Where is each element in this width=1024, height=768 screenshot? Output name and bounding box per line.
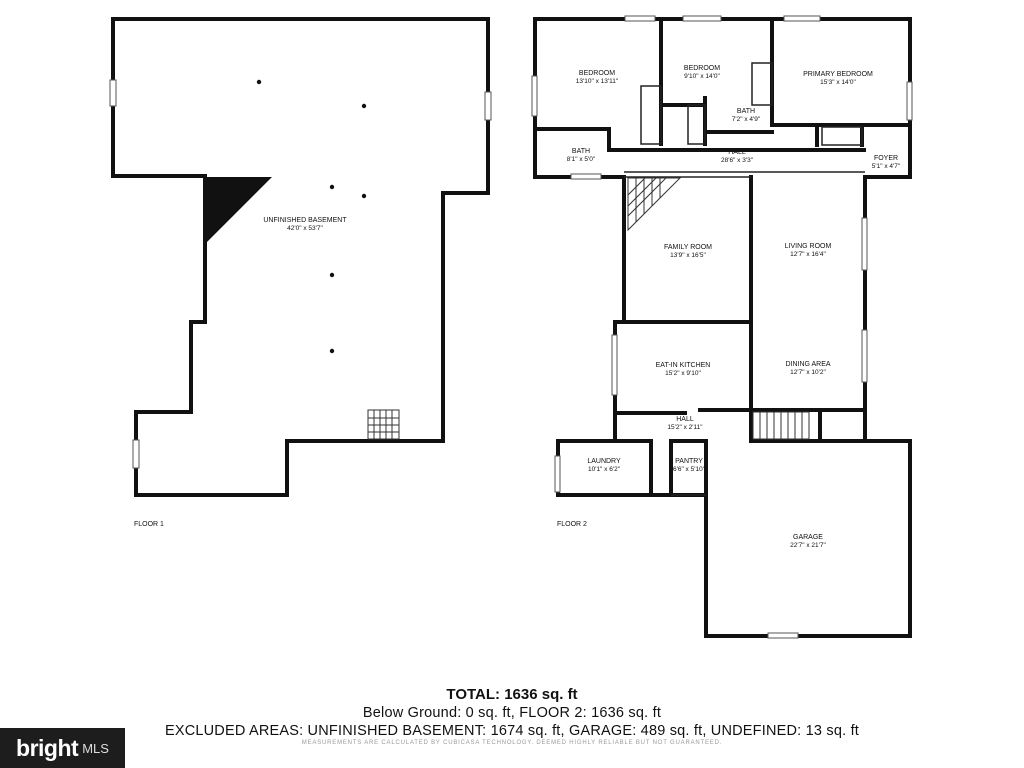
window (906, 81, 913, 121)
room-name: FOYER (874, 155, 898, 162)
room-dimensions: 6'6" x 5'10" (673, 466, 706, 473)
room-name: BEDROOM (579, 70, 615, 77)
room-dimensions: 12'7" x 10'2" (790, 369, 826, 376)
room-name: BATH (737, 108, 755, 115)
room-dimensions: 15'2" x 9'10" (665, 370, 701, 377)
room-dimensions: 15'2" x 2'11" (667, 424, 703, 431)
window (861, 329, 868, 383)
basement-window (132, 439, 140, 469)
window (783, 15, 821, 22)
basement-window (109, 79, 117, 107)
basement-window (484, 91, 492, 121)
window (570, 173, 602, 180)
room-name: UNFINISHED BASEMENT (263, 217, 347, 224)
window (531, 75, 538, 117)
below-ground-area: Below Ground: 0 sq. ft, FLOOR 2: 1636 sq… (362, 705, 662, 721)
room-dimensions: 28'6" x 3'3" (721, 157, 754, 164)
support-posts (256, 79, 367, 354)
closet (751, 62, 773, 106)
logo-suffix: MLS (82, 740, 109, 756)
room-dimensions: 13'10" x 13'11" (576, 78, 619, 85)
area-summary: TOTAL: 1636 sq. ft Below Ground: 0 sq. f… (0, 686, 1024, 746)
floor-2-plan: BEDROOM 13'10" x 13'11" BEDROOM 9'10" x … (531, 15, 913, 639)
room-name: GARAGE (793, 534, 823, 541)
room-name: DINING AREA (785, 361, 830, 368)
bright-mls-logo: bright MLS (0, 728, 125, 768)
room-name: EAT-IN KITCHEN (656, 362, 711, 369)
floor-plan-diagram: UNFINISHED BASEMENT 42'0" x 53'7" FLOOR … (109, 15, 913, 639)
room-dimensions: 8'1" x 5'0" (567, 156, 596, 163)
room-dimensions: 42'0" x 53'7" (287, 225, 323, 232)
stairs (627, 177, 682, 232)
window (611, 334, 618, 396)
room-dimensions: 10'1" x 6'2" (588, 466, 621, 473)
room-name: LAUNDRY (587, 458, 621, 465)
room-name: LIVING ROOM (785, 243, 832, 250)
room-dimensions: 15'3" x 14'0" (820, 79, 856, 86)
window (624, 15, 656, 22)
basement-stairs (367, 409, 400, 440)
room-dimensions: 7'2" x 4'9" (732, 116, 761, 123)
window (861, 217, 868, 271)
room-name: PRIMARY BEDROOM (803, 71, 873, 78)
excluded-areas: EXCLUDED AREAS: UNFINISHED BASEMENT: 167… (164, 723, 860, 739)
closet (821, 126, 863, 146)
logo-brand: bright (16, 734, 79, 761)
closet (687, 104, 706, 145)
window (554, 455, 561, 493)
floor-label: FLOOR 1 (134, 521, 164, 528)
room-name: PANTRY (675, 458, 703, 465)
stairs (752, 411, 810, 440)
closet (640, 85, 662, 145)
window (767, 632, 799, 639)
room-dimensions: 12'7" x 16'4" (790, 251, 826, 258)
room-dimensions: 13'9" x 16'5" (670, 252, 706, 259)
window (682, 15, 722, 22)
total-area: TOTAL: 1636 sq. ft (446, 686, 578, 703)
room-dimensions: 5'1" x 4'7" (872, 163, 901, 170)
basement-chimney-block (205, 177, 272, 244)
room-name: BATH (572, 148, 590, 155)
room-name: HALL (728, 149, 746, 156)
room-name: BEDROOM (684, 65, 720, 72)
room-name: HALL (676, 416, 694, 423)
floor-label: FLOOR 2 (557, 521, 587, 528)
room-dimensions: 22'7" x 21'7" (790, 542, 826, 549)
measurement-disclaimer: MEASUREMENTS ARE CALCULATED BY CUBICASA … (301, 740, 723, 746)
basement-outline (111, 17, 490, 497)
floor-2-outline (533, 17, 912, 638)
floor-1-plan: UNFINISHED BASEMENT 42'0" x 53'7" FLOOR … (109, 17, 492, 528)
room-dimensions: 9'10" x 14'0" (684, 73, 720, 80)
room-name: FAMILY ROOM (664, 244, 712, 251)
